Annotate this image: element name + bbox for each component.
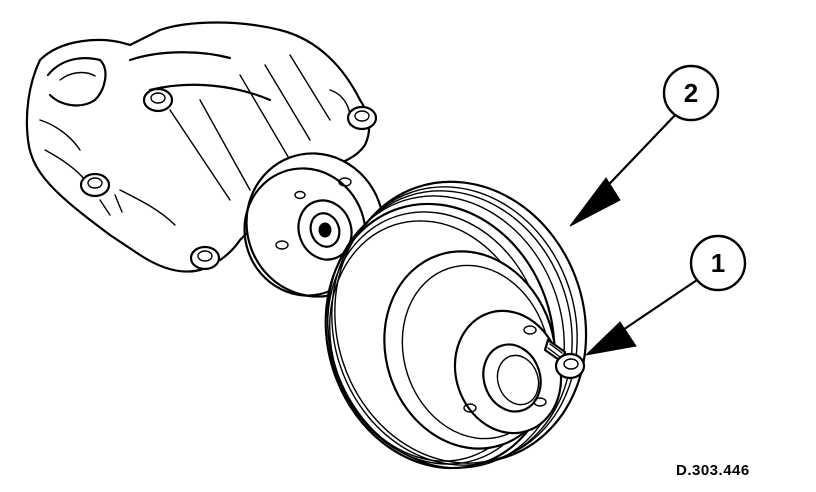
housing-bolt xyxy=(346,105,378,131)
bolt xyxy=(543,338,586,380)
callout-2: 2 xyxy=(569,64,720,227)
callout-label-1: 1 xyxy=(711,248,725,278)
drawing-reference-number: D.303.446 xyxy=(676,462,750,479)
housing-bolt xyxy=(142,87,174,113)
pulley xyxy=(324,180,588,470)
housing-bolt xyxy=(189,245,221,271)
housing-bolt xyxy=(79,172,111,198)
water-pump-housing xyxy=(25,21,378,273)
callout-1: 1 xyxy=(584,234,747,356)
callout-label-2: 2 xyxy=(684,78,698,108)
